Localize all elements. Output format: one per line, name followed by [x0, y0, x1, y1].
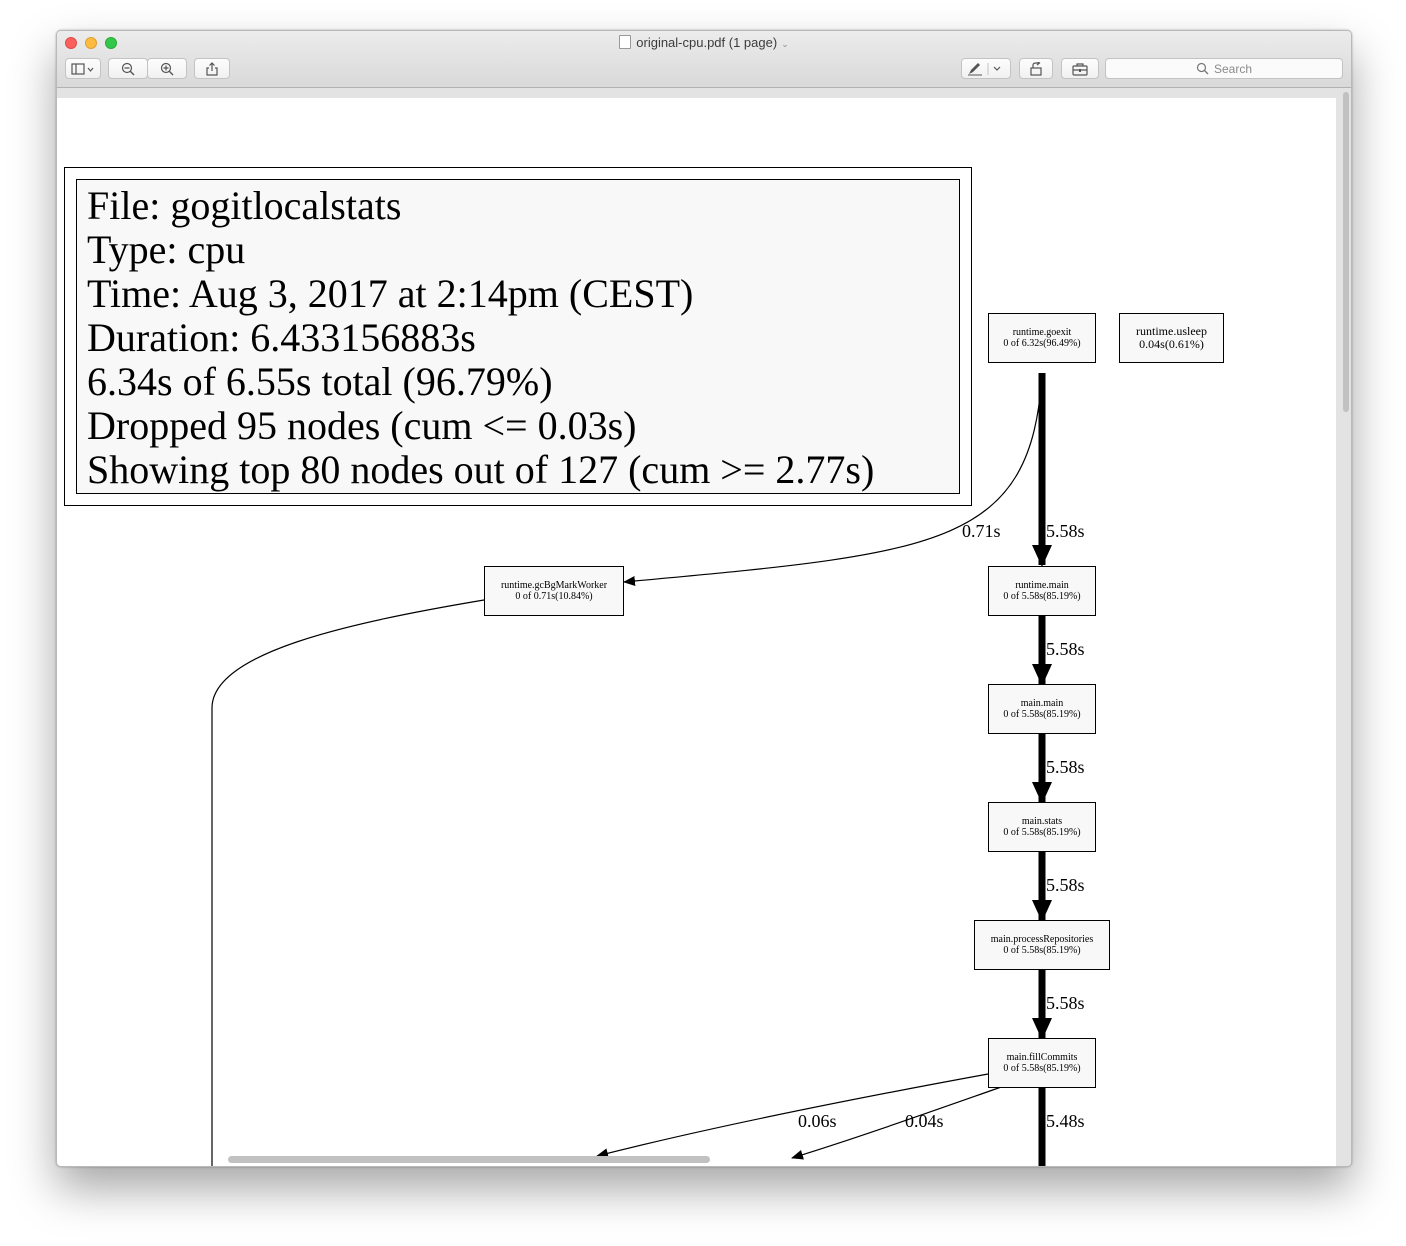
edge-label-goexit-rmain: 5.58s [1046, 521, 1085, 541]
node-name: runtime.goexit [1012, 327, 1072, 338]
search-icon [1196, 62, 1209, 75]
node-name: runtime.main [1015, 580, 1069, 591]
toolbox-icon [1072, 62, 1088, 76]
node-stats: 0 of 5.58s(85.19%) [1003, 591, 1081, 602]
legend-type: Type: cpu [87, 227, 246, 272]
node-name: main.fillCommits [1006, 1052, 1078, 1063]
rotate-button[interactable] [1019, 58, 1053, 79]
node-name: main.stats [1021, 816, 1063, 827]
share-button[interactable] [194, 58, 230, 79]
zoom-in-button[interactable] [147, 58, 187, 79]
edge-label-mmain-stats: 5.58s [1046, 757, 1085, 777]
title-bar: original-cpu.pdf (1 page)⌄ Search [57, 31, 1351, 88]
profile-legend: File: gogitlocalstats Type: cpu Time: Au… [64, 167, 972, 506]
zoom-out-button[interactable] [108, 58, 148, 79]
legend-time: Time: Aug 3, 2017 at 2:14pm (CEST) [87, 271, 694, 316]
document-viewport[interactable]: File: gogitlocalstats Type: cpu Time: Au… [57, 88, 1351, 1166]
node-stats: 0.04s(0.61%) [1139, 337, 1204, 351]
chevron-down-icon: ⌄ [781, 39, 789, 49]
edge-label-fill-a: 0.06s [798, 1111, 837, 1131]
rotate-icon [1030, 61, 1042, 76]
minimize-window-button[interactable] [85, 37, 97, 49]
share-icon [206, 61, 218, 76]
edge-label-fill-b: 0.04s [905, 1111, 944, 1131]
edge-label-goexit-gc: 0.71s [962, 521, 1001, 541]
node-main-main: main.main 0 of 5.58s(85.19%) [988, 684, 1096, 734]
edge-fill-a [596, 1073, 989, 1159]
close-window-button[interactable] [65, 37, 77, 49]
search-placeholder: Search [1213, 61, 1253, 76]
node-runtime-usleep: runtime.usleep 0.04s(0.61%) [1119, 313, 1224, 363]
preview-window: original-cpu.pdf (1 page)⌄ Search [56, 30, 1352, 1167]
toolbox-button[interactable] [1061, 58, 1099, 79]
node-runtime-main: runtime.main 0 of 5.58s(85.19%) [988, 566, 1096, 616]
node-name: runtime.usleep [1136, 324, 1207, 338]
node-runtime-goexit: runtime.goexit 0 of 6.32s(96.49%) [988, 313, 1096, 363]
horizontal-scrollbar[interactable] [228, 1156, 710, 1163]
zoom-window-button[interactable] [105, 37, 117, 49]
node-stats: 0 of 5.58s(85.19%) [1003, 709, 1081, 720]
pdf-page: File: gogitlocalstats Type: cpu Time: Au… [57, 98, 1336, 1166]
legend-duration: Duration: 6.433156883s [87, 315, 476, 360]
profile-legend-inner: File: gogitlocalstats Type: cpu Time: Au… [76, 179, 960, 494]
vertical-scrollbar[interactable] [1343, 92, 1349, 412]
legend-file: File: gogitlocalstats [87, 183, 402, 228]
edge-goexit-gc [623, 372, 1043, 586]
node-stats: 0 of 5.58s(85.19%) [1003, 827, 1081, 838]
legend-total: 6.34s of 6.55s total (96.79%) [87, 359, 553, 404]
edge-gc-down [211, 599, 485, 1166]
node-name: runtime.gcBgMarkWorker [500, 580, 608, 591]
window-title[interactable]: original-cpu.pdf (1 page)⌄ [57, 35, 1351, 50]
edge-label-proc-fill: 5.58s [1046, 993, 1085, 1013]
window-title-text: original-cpu.pdf (1 page) [636, 35, 778, 50]
node-name: main.main [1020, 698, 1064, 709]
legend-showing: Showing top 80 nodes out of 127 (cum >= … [87, 447, 875, 492]
call-graph-edges [211, 372, 1052, 1166]
node-stats: 0 of 6.32s(96.49%) [1003, 338, 1081, 349]
pdf-document-icon [619, 35, 632, 49]
node-main-processrepositories: main.processRepositories 0 of 5.58s(85.1… [974, 920, 1110, 970]
node-stats: 0 of 5.58s(85.19%) [1003, 1063, 1081, 1074]
sidebar-icon [71, 62, 94, 75]
node-stats: 0 of 5.58s(85.19%) [1003, 945, 1081, 956]
sidebar-button[interactable] [65, 58, 101, 79]
node-name: main.processRepositories [990, 934, 1094, 945]
edge-label-stats-proc: 5.58s [1046, 875, 1085, 895]
legend-dropped: Dropped 95 nodes (cum <= 0.03s) [87, 403, 637, 448]
zoom-out-icon [121, 62, 135, 75]
search-field[interactable]: Search [1105, 58, 1343, 79]
edge-fill-b [791, 1084, 1008, 1160]
node-runtime-gcbgmarkworker: runtime.gcBgMarkWorker 0 of 0.71s(10.84%… [484, 566, 624, 616]
node-main-fillcommits: main.fillCommits 0 of 5.58s(85.19%) [988, 1038, 1096, 1088]
node-main-stats: main.stats 0 of 5.58s(85.19%) [988, 802, 1096, 852]
zoom-in-icon [160, 62, 174, 75]
edge-label-fill-c: 5.48s [1046, 1111, 1085, 1131]
markup-button[interactable] [961, 58, 1011, 79]
pen-icon [968, 62, 1001, 75]
node-stats: 0 of 0.71s(10.84%) [515, 591, 593, 602]
edge-label-rmain-mmain: 5.58s [1046, 639, 1085, 659]
